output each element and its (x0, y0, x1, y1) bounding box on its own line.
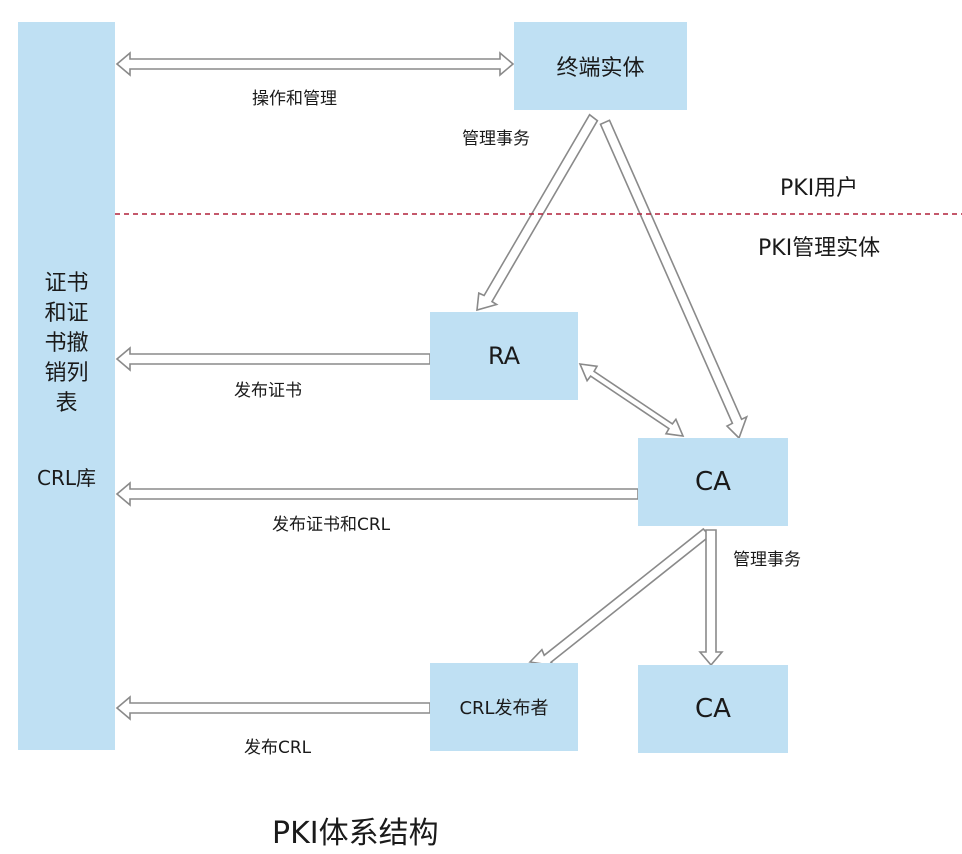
edge-label-publish-cert-crl: 发布证书和CRL (272, 515, 391, 535)
repository-title: 证书和证书撤销列表 (44, 269, 88, 419)
ca-node: CA (638, 438, 788, 526)
arrow-ca-to-ca (698, 529, 724, 667)
arrow-publish-cert-crl (115, 481, 639, 507)
edge-label-manage-transactions-top: 管理事务 (462, 129, 530, 149)
arrow-operate-manage (115, 51, 515, 77)
arrow-publish-crl (115, 695, 431, 721)
arrow-ra-ca (578, 363, 685, 437)
repository-title-line: 表 (55, 391, 78, 416)
zone-label-pki-management: PKI管理实体 (758, 236, 881, 261)
edge-label-manage-transactions-bottom: 管理事务 (733, 550, 801, 570)
arrow-ee-to-ra (476, 113, 599, 312)
repository-title-line: 证书 (44, 271, 89, 296)
repository-title-line: 销列 (44, 361, 89, 386)
ra-node: RA (430, 312, 578, 400)
edge-label-operate-manage: 操作和管理 (252, 89, 337, 109)
crl-repository-label: CRL库 (36, 466, 96, 490)
arrow-publish-cert (115, 346, 431, 372)
edge-label-publish-crl: 发布CRL (244, 738, 312, 758)
crl-issuer-node: CRL发布者 (430, 663, 578, 751)
arrow-ee-to-ca (599, 119, 749, 440)
end-entity-node: 终端实体 (514, 22, 687, 110)
ca-subordinate-node: CA (638, 665, 788, 753)
edge-label-publish-cert: 发布证书 (234, 381, 302, 401)
zone-label-pki-users: PKI用户 (780, 176, 859, 201)
diagram-caption: PKI体系结构 (272, 816, 439, 851)
repository-title-line: 和证 (44, 301, 89, 326)
certificate-repository: 证书和证书撤销列表 CRL库 (18, 22, 115, 750)
arrow-ca-to-crl-issuer (528, 527, 711, 668)
repository-title-line: 书撤 (44, 331, 89, 356)
